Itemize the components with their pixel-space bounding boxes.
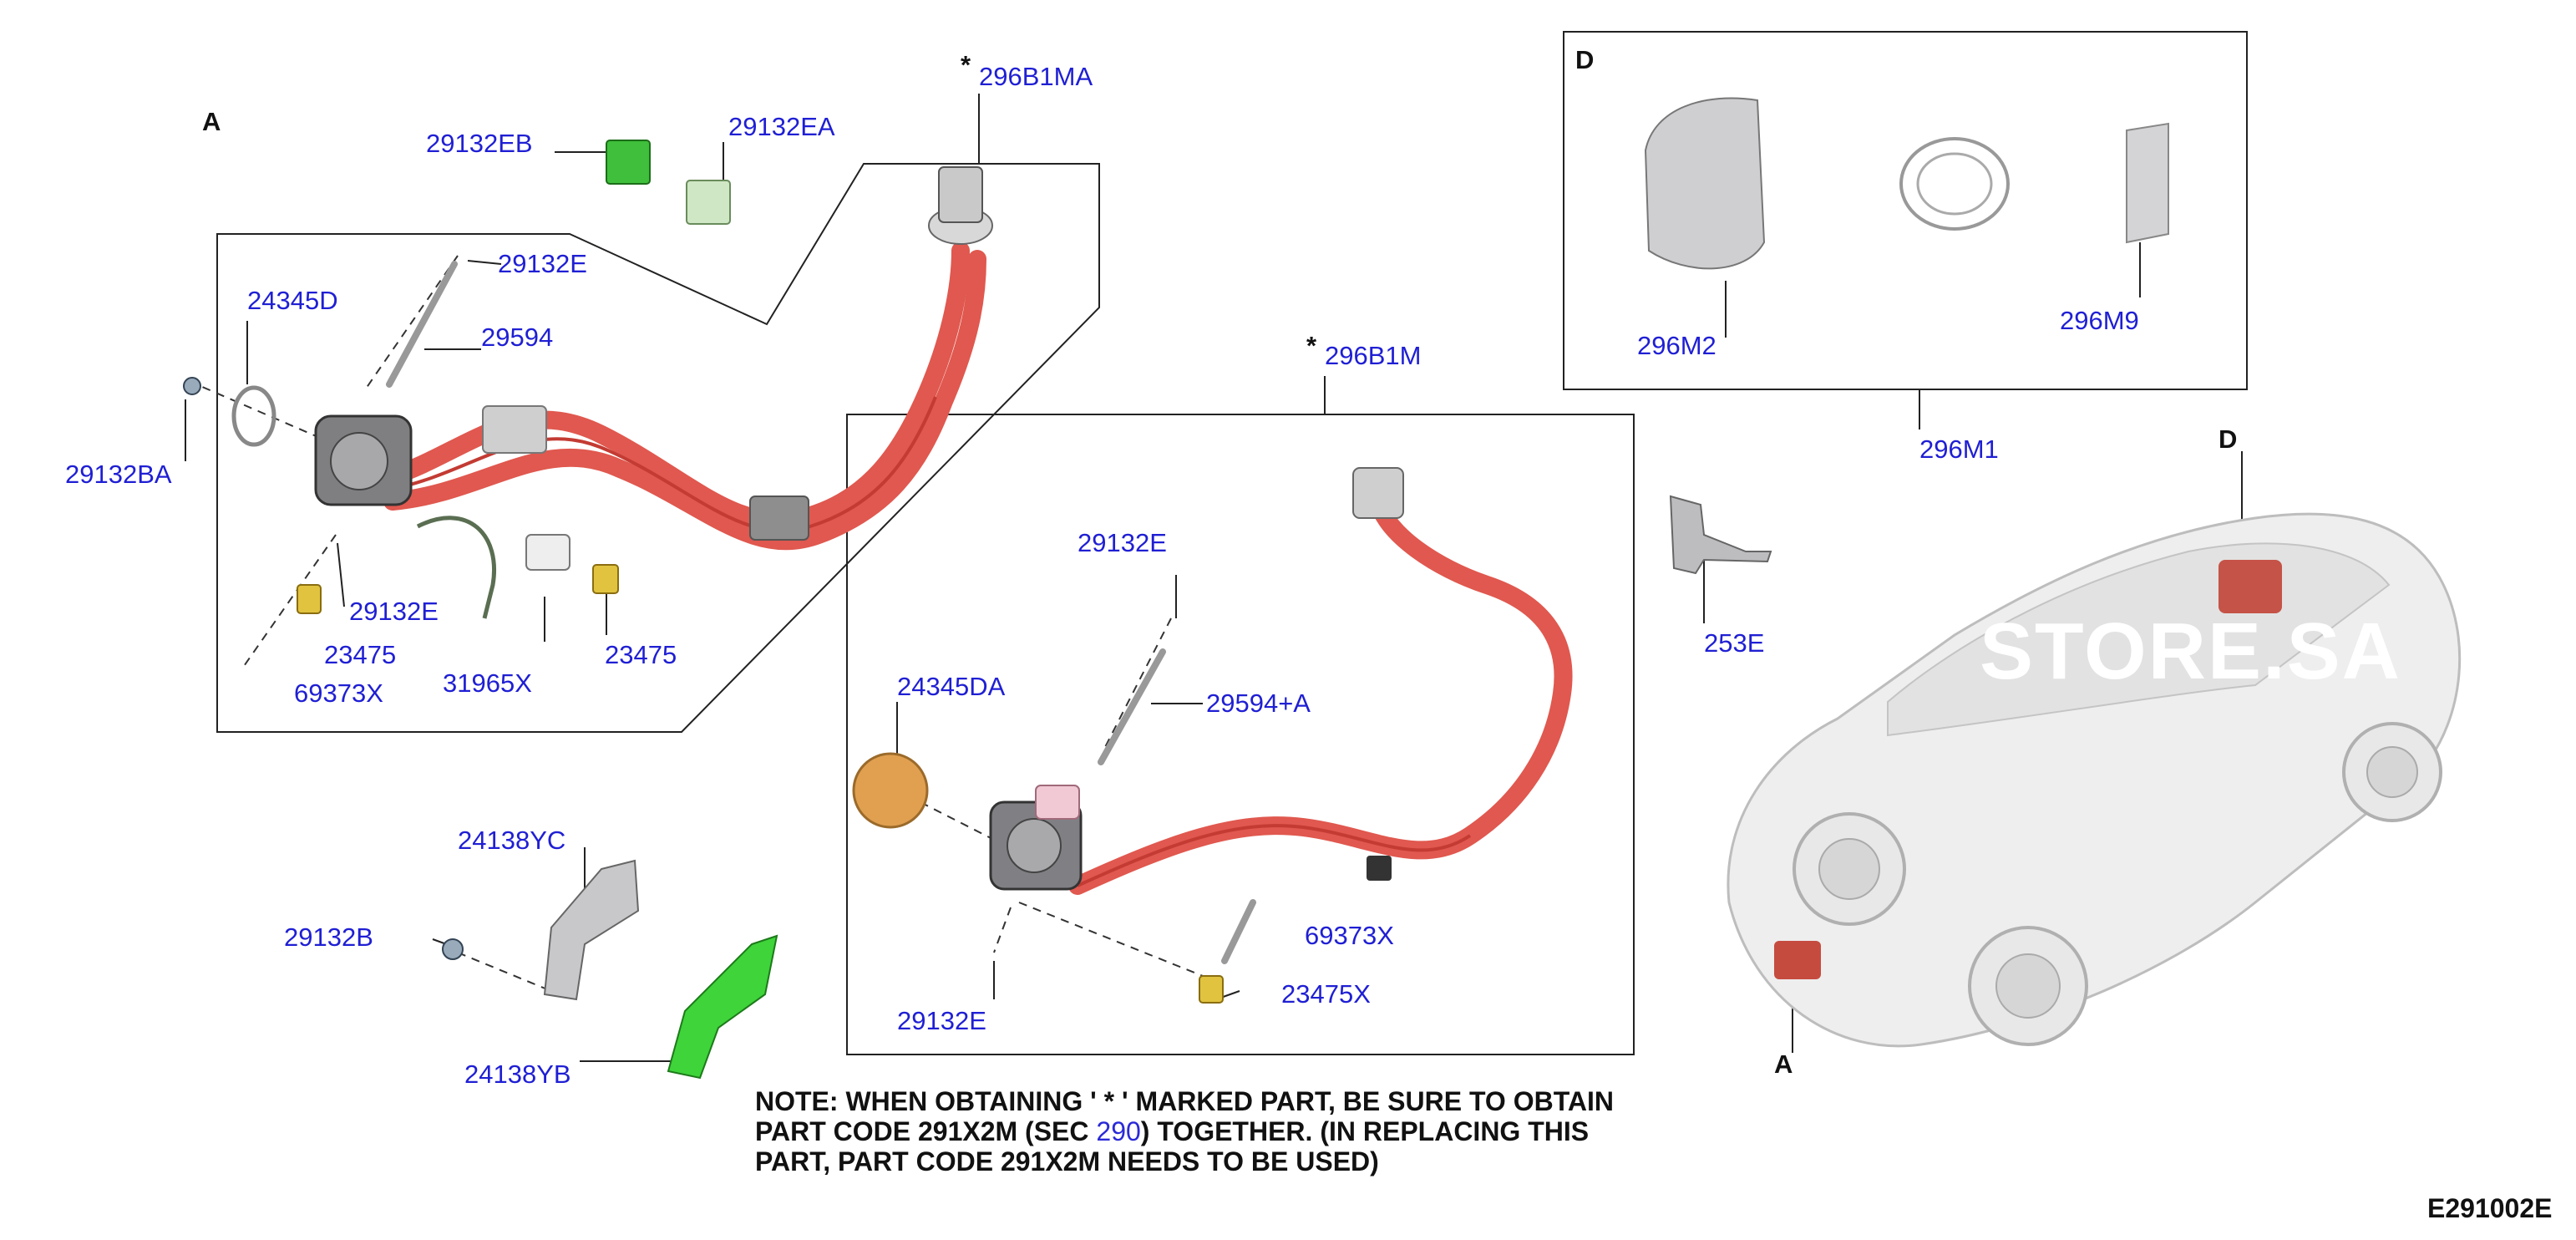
part-label-296B1M[interactable]: 296B1M <box>1325 341 1421 370</box>
brackets[interactable] <box>442 495 1772 1080</box>
part-label-296M2[interactable]: 296M2 <box>1637 331 1716 360</box>
part-label-69373X-b[interactable]: 69373X <box>1305 921 1394 950</box>
heater-assembly-upper[interactable] <box>183 140 993 619</box>
note-line-3: PART, PART CODE 291X2M NEEDS TO BE USED) <box>755 1146 1379 1176</box>
nut <box>183 377 201 395</box>
note-line-1: NOTE: WHEN OBTAINING ' * ' MARKED PART, … <box>755 1086 1614 1116</box>
highlight-D <box>2219 560 2282 613</box>
bracket-253E <box>1669 495 1772 575</box>
part-label-29132E-top[interactable]: 29132E <box>498 249 587 278</box>
part-label-296M1[interactable]: 296M1 <box>1919 435 1999 464</box>
part-label-23475X[interactable]: 23475X <box>1281 979 1371 1009</box>
highlight-A <box>1774 941 1821 979</box>
heater-cap-orange <box>852 752 929 829</box>
part-label-29594[interactable]: 29594 <box>481 323 553 352</box>
valve-middle <box>1352 467 1404 519</box>
part-label-69373X-a[interactable]: 69373X <box>294 678 383 708</box>
pad <box>2126 122 2169 244</box>
clamp-ring <box>231 385 276 447</box>
part-label-31965X[interactable]: 31965X <box>443 668 532 698</box>
callout-A-main: A <box>202 107 221 136</box>
part-label-23475-a[interactable]: 23475 <box>324 640 396 669</box>
star-marker-1: * <box>961 50 971 79</box>
section-290-link[interactable]: 290 <box>1096 1116 1141 1146</box>
part-label-296M9[interactable]: 296M9 <box>2060 306 2139 335</box>
part-label-24345D[interactable]: 24345D <box>247 286 338 315</box>
part-label-29132E-mid[interactable]: 29132E <box>349 597 439 626</box>
assembly-lines <box>188 255 1229 992</box>
part-label-29132E-r[interactable]: 29132E <box>1078 528 1167 557</box>
rod <box>386 261 458 388</box>
connector-green <box>606 140 651 185</box>
frame-296B1M <box>846 414 1635 1055</box>
callout-D-car: D <box>2219 424 2237 454</box>
frame-296B1MA <box>216 163 1100 733</box>
sensor <box>525 534 570 571</box>
part-label-24345DA[interactable]: 24345DA <box>897 672 1006 701</box>
star-marker-2: * <box>1306 331 1317 360</box>
note-line-2-post: ) TOGETHER. (IN REPLACING THIS <box>1140 1116 1590 1146</box>
callout-A-car: A <box>1774 1049 1793 1079</box>
part-label-29132B[interactable]: 29132B <box>284 922 373 952</box>
collar <box>297 584 322 614</box>
note-line-2-pre: PART CODE 291X2M (SEC <box>755 1116 1097 1146</box>
bracket-24138YC <box>543 859 640 1001</box>
part-label-29594A[interactable]: 29594+A <box>1206 689 1311 718</box>
frame-D <box>1563 31 2248 390</box>
cable-coil <box>1899 137 2010 231</box>
connector-light <box>686 180 731 225</box>
hose-connector <box>749 495 809 541</box>
cover-part <box>1644 97 1766 270</box>
part-label-29132EA[interactable]: 29132EA <box>728 112 835 141</box>
part-label-253E[interactable]: 253E <box>1704 628 1764 658</box>
part-label-296B1MA[interactable]: 296B1MA <box>979 62 1093 91</box>
callout-D-box: D <box>1575 45 1594 74</box>
vehicle-illustration <box>1727 512 2462 1048</box>
bracket-24138YB <box>667 934 778 1080</box>
heater-assembly-middle[interactable] <box>852 467 1573 1004</box>
hose-clamp-block <box>482 405 547 454</box>
leader-lines <box>185 94 2243 1062</box>
part-label-29132EB[interactable]: 29132EB <box>426 129 533 158</box>
diagram-code: E291002E <box>2427 1193 2553 1223</box>
part-label-23475-b[interactable]: 23475 <box>605 640 677 669</box>
watermark-text: STORE.SA <box>1980 607 2401 696</box>
part-label-29132E-b[interactable]: 29132E <box>897 1006 986 1035</box>
part-label-24138YC[interactable]: 24138YC <box>458 826 565 855</box>
kit-D-contents[interactable] <box>1644 97 2169 270</box>
valve-top <box>938 166 983 223</box>
note-text: NOTE: WHEN OBTAINING ' * ' MARKED PART, … <box>755 1086 1757 1176</box>
part-label-29132BA[interactable]: 29132BA <box>65 460 172 489</box>
part-label-24138YB[interactable]: 24138YB <box>464 1060 571 1089</box>
